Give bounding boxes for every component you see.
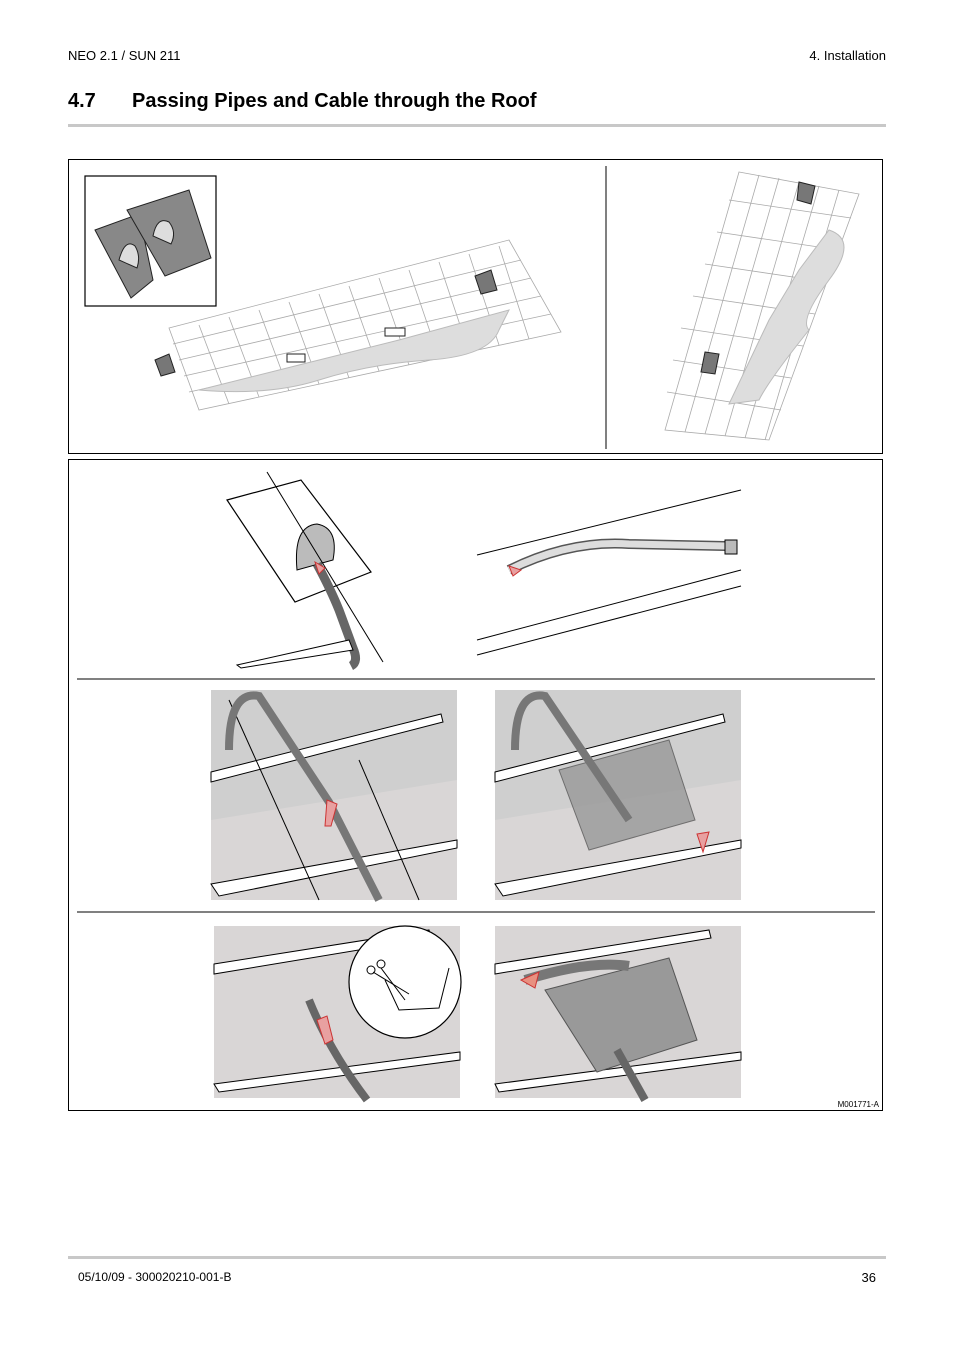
header-product: NEO 2.1 / SUN 211 (68, 48, 181, 63)
step-tray-left (210, 690, 458, 902)
roof-overview-illustration (84, 166, 860, 449)
installation-steps-illustration (77, 471, 875, 1103)
step-pipe-section (476, 489, 742, 656)
step-tile-pipe (226, 471, 384, 671)
step-cut (213, 925, 462, 1103)
figure-code: M001771-A (837, 1100, 879, 1109)
page-number: 36 (861, 1270, 876, 1285)
section-number: 4.7 (68, 90, 96, 112)
header-rule (68, 124, 886, 127)
collector-grid-side (664, 171, 860, 441)
section-title: Passing Pipes and Cable through the Roof (132, 90, 537, 112)
step-tray-right (494, 690, 742, 900)
collector-grid (168, 239, 562, 411)
scissors-icon (366, 959, 410, 1001)
footer-rule (68, 1256, 886, 1259)
section-heading: 4.7 Passing Pipes and Cable through the R… (68, 90, 536, 113)
step-fold (494, 926, 742, 1102)
figure-panel-overview (68, 159, 883, 454)
figure-panel-steps: M001771-A (68, 459, 883, 1111)
header-chapter: 4. Installation (809, 48, 886, 63)
footer-doc-id: 05/10/09 - 300020210-001-B (78, 1270, 232, 1284)
flashing-tile-icon (94, 189, 212, 299)
